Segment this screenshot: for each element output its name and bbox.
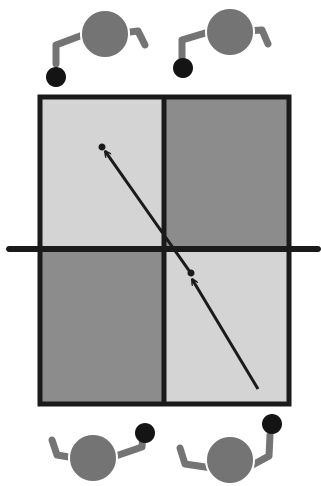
court-quadrant-top-left	[40, 97, 164, 250]
court-quadrant-top-right	[164, 97, 289, 250]
bounce-point-bottom	[188, 270, 195, 277]
ball-icon	[135, 423, 155, 443]
player-bottom-right	[180, 414, 282, 484]
ball-icon	[46, 67, 66, 87]
ball-icon	[262, 414, 282, 434]
player-head	[206, 8, 254, 56]
player-head	[206, 436, 254, 484]
bounce-point-top	[99, 144, 106, 151]
player-head	[81, 10, 129, 58]
court-quadrant-bottom-left	[40, 250, 164, 404]
ball-icon	[173, 58, 193, 78]
player-head	[69, 434, 117, 482]
court-quadrant-bottom-right	[164, 250, 289, 404]
player-top-left	[46, 10, 145, 87]
player-bottom-left	[52, 423, 155, 482]
player-top-right	[173, 8, 268, 78]
